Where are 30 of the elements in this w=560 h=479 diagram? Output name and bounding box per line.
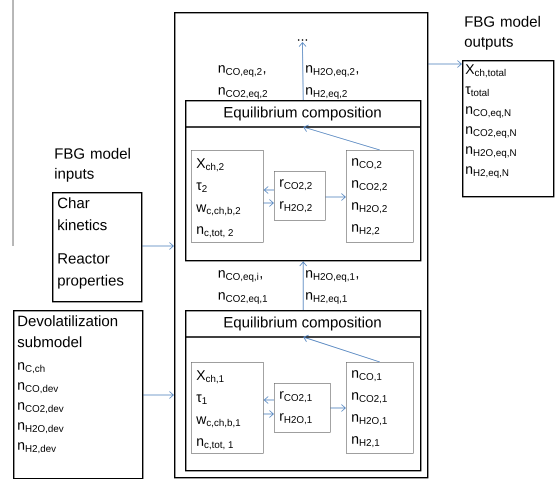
ellipsis-text: ...: [298, 39, 308, 41]
arrow: [264, 186, 274, 194]
arrow: [303, 124, 380, 150]
input-box: FBG model inputs Char kinetics Reactor properties: [52, 148, 142, 302]
flow-label: n$_{CO,eq,2}$, n$_{CO2,eq,2}$: [218, 65, 268, 99]
rate-box: r$_{CO2,2}$ r$_{H2O,2}$: [274, 171, 326, 221]
arrow: [143, 391, 174, 399]
variable-box: X$_{ch,2}$ τ$_{2}$ w$_{c,ch,b,2}$ n$_{c,tot, 2}$: [191, 150, 264, 243]
arrow: [298, 42, 306, 100]
arrow: [142, 242, 174, 250]
moles-box: n$_{CO,1}$ n$_{CO2,1}$ n$_{H2O,1}$ n$_{H2,1}$: [346, 362, 414, 454]
arrow: [303, 334, 380, 362]
flow-label: n$_{H2O,eq,2}$, n$_{H2,eq,2}$: [306, 65, 358, 99]
arrow: [428, 60, 462, 68]
output-box: FBG model outputs X$_{ch,total}$ τ$_{total}$ n$_{CO,eq,N}$ n$_{CO2,eq,N}$ n$_{H2O,eq,N}$ n$_{H2,eq,N}$: [462, 16, 554, 198]
arrow: [330, 404, 346, 412]
node-label: FBG model outputs: [464, 16, 540, 50]
rate-box: r$_{CO2,1}$ r$_{H2O,1}$: [274, 383, 331, 433]
flow-label: n$_{H2O,eq,1}$, n$_{H2,eq,1}$: [306, 270, 358, 304]
arrow: [325, 193, 346, 201]
moles-box: n$_{CO,2}$ n$_{CO2,2}$ n$_{H2O,2}$ n$_{H2,2}$: [346, 150, 414, 243]
submodel-box: Devolatilization submodel n$_{C,ch}$ n$_{CO,dev}$ n$_{CO2,dev}$ n$_{H2O,dev}$ n$_{H2,dev}$: [13, 310, 144, 479]
arrow: [263, 410, 274, 418]
variable-box: X$_{ch,1}$ τ$_{1}$ w$_{c,ch,b,1}$ n$_{c,tot, 1}$: [191, 362, 264, 454]
arrow: [299, 261, 308, 310]
arrow: [263, 199, 274, 207]
node-label: FBG model inputs: [55, 148, 130, 182]
arrow: [264, 396, 274, 404]
model-frame: [174, 12, 428, 478]
flow-label: n$_{CO,eq,i}$, n$_{CO2,eq,1}$: [218, 270, 268, 304]
